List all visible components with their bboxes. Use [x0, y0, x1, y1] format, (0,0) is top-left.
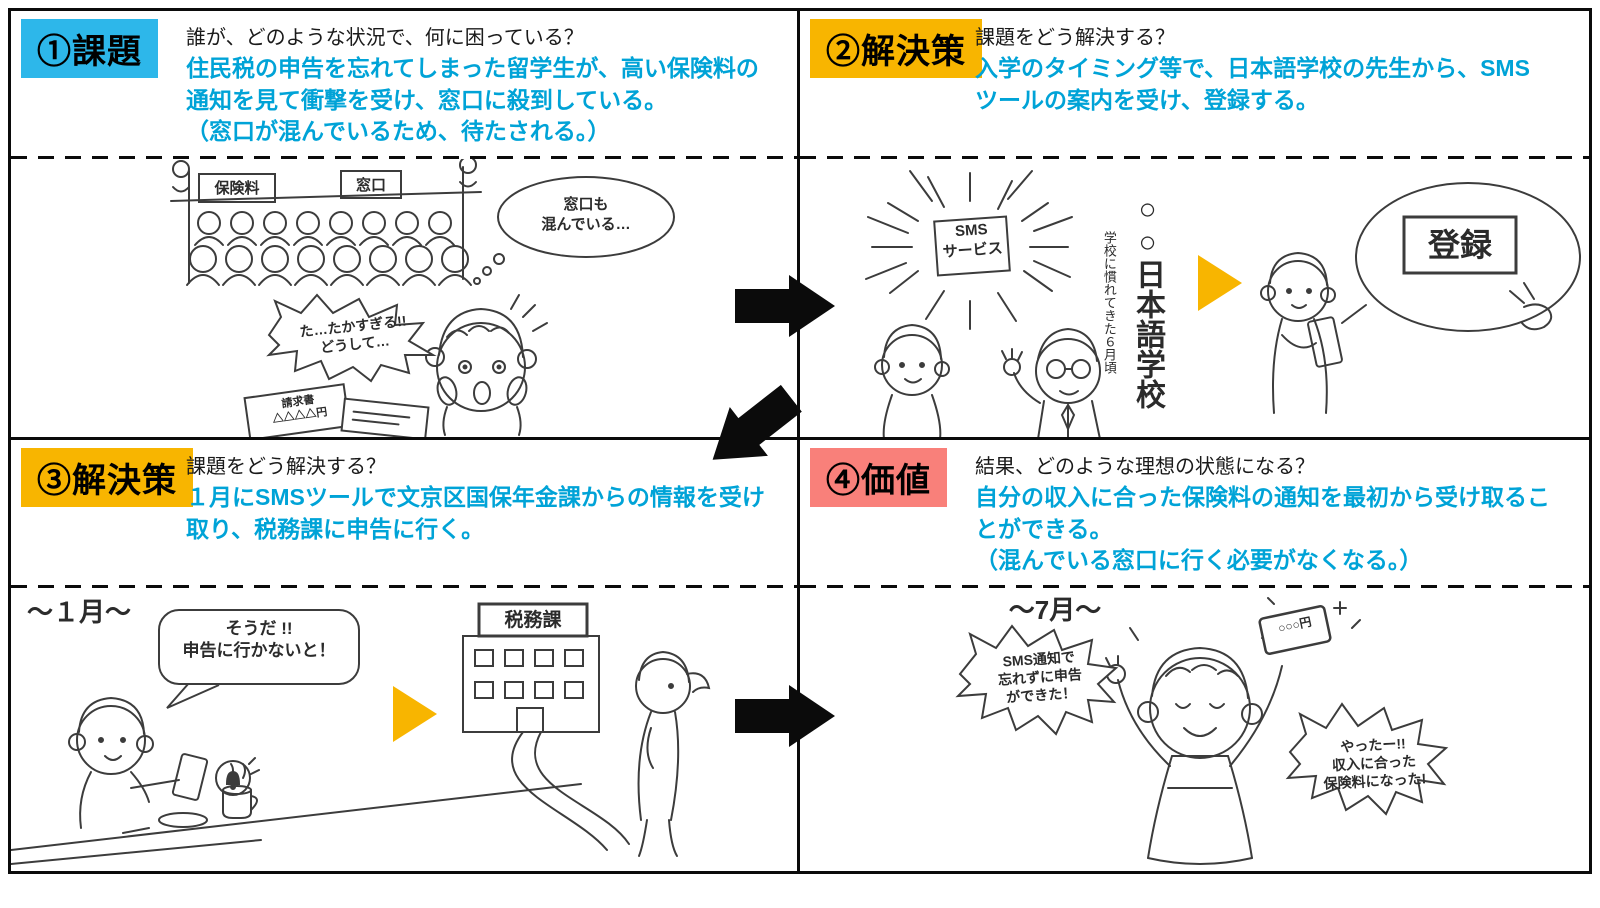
crowded-counter-drawing [170, 159, 675, 437]
panel-solution-a-sketch: SMS サービス 学校に慣れてきた６月頃 ○○日本語学校 登録 [800, 159, 1589, 437]
inner-arrow-right [393, 686, 437, 742]
panel-problem: ①課題 誰が、どのような状況で、何に困っている？ 住民税の申告を忘れてしまった留… [11, 11, 800, 440]
panel-solution-a: ②解決策 課題をどう解決する？ 入学のタイミング等で、日本語学校の先生から、SM… [800, 11, 1589, 440]
shocked-girl [425, 294, 548, 436]
panel-solution-b-sketch: ～１月～ そうだ !! 申告に行かないと！ 税務課 [11, 588, 797, 871]
speech-bubble [158, 609, 360, 709]
panel-solution-a-header: ②解決策 課題をどう解決する？ 入学のタイミング等で、日本語学校の先生から、SM… [800, 11, 1589, 156]
shout-bubble [266, 293, 437, 383]
panel-problem-badge: ①課題 [21, 19, 158, 78]
panel-value: ④価値 結果、どのような理想の状態になる？ 自分の収入に合った保険料の通知を最初… [800, 440, 1589, 871]
storyboard: ①課題 誰が、どのような状況で、何に困っている？ 住民税の申告を忘れてしまった留… [8, 8, 1592, 874]
panel-problem-question: 誰が、どのような状況で、何に困っている？ [186, 27, 584, 49]
tax-office-sign-text: 税務課 [504, 610, 562, 631]
cheering-girl [1105, 625, 1283, 865]
divider-dashed [800, 156, 1589, 159]
panel-value-answer: 自分の収入に合った保険料の通知を最初から受け取るこ とができる。 （混んでいる窓… [975, 484, 1550, 574]
counter-structure [170, 159, 482, 284]
panel-value-question: 結果、どのような理想の状態になる？ [975, 456, 1315, 478]
panel-solution-a-question: 課題をどう解決する？ [975, 27, 1175, 49]
student-girl [874, 323, 950, 437]
crowd [186, 211, 472, 286]
bubble-left-shape [955, 624, 1119, 736]
sign-insurance-fee: 保険料 [214, 180, 260, 197]
invoice-documents [243, 383, 430, 437]
panel-solution-b-header: ③解決策 課題をどう解決する？ １月にSMSツールで文京区国保年金課からの情報を… [11, 440, 797, 585]
register-bubble [1341, 182, 1581, 332]
happy-result-drawing [955, 597, 1449, 865]
panel-value-badge: ④価値 [810, 448, 947, 507]
panel-value-sketch: ～7月～ SMS通知で 忘れずに申告 ができた！ やったー!! 収入に合った 保… [800, 588, 1589, 871]
time-label-july: ～7月～ [1008, 595, 1102, 625]
register-text: 登録 [1427, 227, 1492, 263]
sign-counter: 窓口 [355, 177, 386, 194]
inner-arrow-right [1198, 255, 1242, 311]
school-name-text: ○○日本語学校 [1131, 192, 1164, 409]
time-label-january: ～１月～ [27, 597, 132, 627]
phone-held-up [1258, 597, 1361, 655]
panel-solution-b: ③解決策 課題をどう解決する？ １月にSMSツールで文京区国保年金課からの情報を… [11, 440, 800, 871]
january-notification-drawing [11, 602, 711, 865]
panel-problem-header: ①課題 誰が、どのような状況で、何に困っている？ 住民税の申告を忘れてしまった留… [11, 11, 797, 156]
bubble-right-text: やったー!! 収入に合った 保険料になった! [1323, 735, 1427, 793]
divider-dashed [11, 156, 797, 159]
divider-dashed [800, 585, 1589, 588]
panel-solution-b-badge: ③解決策 [21, 448, 193, 507]
registering-girl [1260, 251, 1343, 414]
sms-intro-drawing [865, 170, 1581, 437]
starburst [865, 170, 1073, 330]
speech-text: そうだ !! 申告に行かないと！ [182, 619, 336, 661]
girl-with-phone [68, 696, 260, 829]
divider-dashed [11, 585, 797, 588]
panel-solution-a-answer: 入学のタイミング等で、日本語学校の先生から、SMS ツールの案内を受け、登録する… [975, 55, 1530, 113]
table [11, 763, 582, 865]
panel-solution-b-question: 課題をどう解決する？ [186, 456, 386, 478]
school-note-text: 学校に慣れてきた６月頃 [1101, 231, 1117, 374]
panel-value-header: ④価値 結果、どのような理想の状態になる？ 自分の収入に合った保険料の通知を最初… [800, 440, 1589, 585]
sms-service-text: SMS サービス [942, 220, 1004, 261]
panel-problem-answer: 住民税の申告を忘れてしまった留学生が、高い保険料の 通知を見て衝撃を受け、窓口に… [186, 55, 759, 145]
flow-arrow-3-to-4 [735, 685, 835, 747]
walking-woman [635, 650, 711, 857]
tax-office-building [462, 602, 630, 851]
thought-bubble [473, 176, 675, 285]
bubble-left-text: SMS通知で 忘れずに申告 ができた！ [997, 648, 1083, 706]
bubble-right-shape [1285, 702, 1449, 816]
thought-text: 窓口も 混んでいる… [541, 196, 631, 233]
teacher [1001, 327, 1101, 437]
flow-arrow-2-to-3 [712, 384, 802, 460]
panel-solution-a-badge: ②解決策 [810, 19, 982, 78]
panel-problem-sketch: 保険料 窓口 窓口も 混んでいる… た…たかすぎる!! どうして… 請求書 △△… [11, 159, 797, 437]
flow-arrow-1-to-2 [735, 275, 835, 337]
panel-solution-b-answer: １月にSMSツールで文京区国保年金課からの情報を受け 取り、税務課に申告に行く。 [186, 484, 765, 542]
